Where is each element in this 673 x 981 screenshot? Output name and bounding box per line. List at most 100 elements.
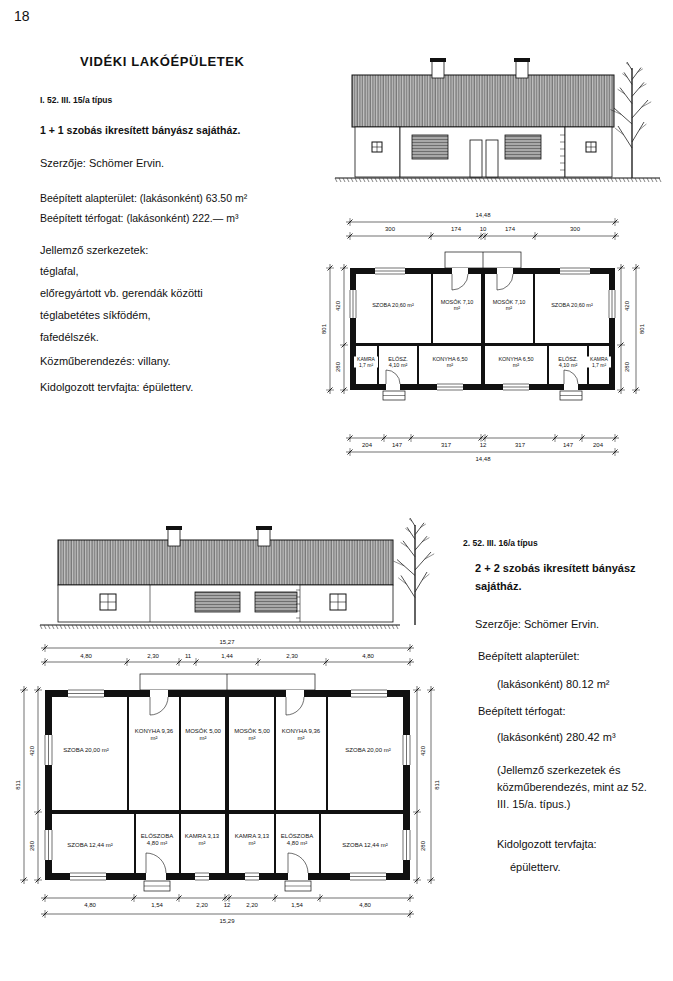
- dimension-tick: [613, 234, 618, 239]
- dimension-tick: [132, 896, 137, 901]
- ground-hatch: [639, 178, 641, 182]
- ground-hatch: [531, 178, 533, 182]
- ground-hatch: [272, 625, 274, 629]
- text-line: (lakásonként) 80.12 m²: [497, 678, 610, 691]
- ground-hatch: [64, 625, 66, 629]
- ground-hatch: [384, 625, 386, 629]
- ground-hatch: [539, 178, 541, 182]
- ground-hatch: [387, 178, 389, 182]
- dimension-label: 2,30: [285, 653, 299, 660]
- dimension-tick: [533, 234, 538, 239]
- ground-hatch: [56, 625, 58, 629]
- ground-hatch: [128, 625, 130, 629]
- ground-hatch: [60, 625, 62, 629]
- dimension-label: 2,20: [245, 902, 259, 909]
- door-swing: [386, 370, 400, 384]
- ground-hatch: [347, 178, 349, 182]
- window-line: [503, 384, 529, 385]
- dimension-label: 14,48: [474, 456, 491, 463]
- text-line: téglabetétes síkfödém,: [40, 309, 151, 322]
- wall-joint: [300, 585, 301, 622]
- door-gap: [146, 873, 166, 880]
- dimension-line: [636, 264, 637, 394]
- dimension-label: 280: [29, 840, 36, 852]
- chimney: [258, 528, 270, 546]
- dimension-tick: [553, 436, 558, 441]
- text-line: 2. 52. III. 16/a típus: [463, 538, 538, 548]
- ground-hatch: [136, 625, 138, 629]
- dimension-tick: [429, 688, 434, 693]
- window-line: [560, 268, 590, 269]
- dimension-label: 204: [361, 442, 373, 449]
- tree-branch: [397, 560, 415, 576]
- brick-hatch: [296, 590, 300, 591]
- tree-twig: [642, 102, 652, 107]
- ground-hatch: [555, 178, 557, 182]
- window-line: [245, 873, 259, 874]
- ground-hatch: [395, 178, 397, 182]
- dimension-label: 811: [434, 779, 441, 791]
- brick-hatch: [296, 618, 300, 619]
- window-line: [350, 873, 386, 874]
- ground-hatch: [308, 625, 310, 629]
- ground-hatch: [419, 178, 421, 182]
- tree-twig: [409, 519, 412, 521]
- window-bar: [330, 602, 346, 603]
- dimension-label: 280: [624, 361, 631, 373]
- ground-hatch: [180, 625, 182, 629]
- window-group: [255, 592, 297, 612]
- ground-hatch: [352, 625, 354, 629]
- dimension-label: 4,80: [83, 902, 97, 909]
- wall: [319, 814, 321, 873]
- window-line: [68, 690, 104, 691]
- dimension-tick: [619, 388, 624, 393]
- ground-hatch: [551, 178, 553, 182]
- text-line: Jellemző szerkezetek:: [40, 244, 148, 257]
- ground-hatch: [304, 625, 306, 629]
- dimension-label: 1,54: [150, 902, 164, 909]
- ground-hatch: [563, 178, 565, 182]
- window-gap: [351, 690, 387, 697]
- ground-hatch: [216, 625, 218, 629]
- tree-branch: [632, 122, 644, 142]
- ground-hatch: [587, 178, 589, 182]
- ground-hatch: [611, 178, 613, 182]
- ground-hatch: [659, 178, 661, 182]
- ground-hatch: [212, 625, 214, 629]
- dimension-label: 317: [440, 442, 452, 449]
- door-swing: [286, 697, 304, 715]
- window-gap: [350, 873, 386, 880]
- ground-hatch: [176, 625, 178, 629]
- ground-hatch: [144, 625, 146, 629]
- ground-hatch: [431, 178, 433, 182]
- dimension-label: 280: [335, 361, 342, 373]
- chimney-cap: [430, 58, 446, 62]
- tree-branch: [415, 523, 424, 535]
- wall: [481, 268, 485, 390]
- ground-hatch: [515, 178, 517, 182]
- room-label: MOSÓK 5,00 m²: [183, 728, 223, 741]
- door: [486, 140, 498, 177]
- ground-hatch: [411, 178, 413, 182]
- ground-hatch: [423, 178, 425, 182]
- ground-hatch: [455, 178, 457, 182]
- window-line: [245, 880, 259, 881]
- dimension-label: 10: [479, 226, 488, 233]
- room-label: SZOBA 20,60 m²: [367, 302, 419, 308]
- room-label: SZOBA 20,00 m²: [55, 747, 117, 754]
- step-line: [560, 395, 582, 396]
- step: [383, 391, 405, 400]
- ground-hatch: [124, 625, 126, 629]
- window-line: [356, 290, 357, 318]
- dimension-line: [346, 236, 619, 237]
- brick-hatch: [296, 604, 300, 605]
- dimension-line: [431, 686, 432, 884]
- window-line: [437, 390, 463, 391]
- tree-branch: [632, 82, 644, 96]
- dimension-label: 15,27: [218, 639, 235, 646]
- ground-hatch: [164, 625, 166, 629]
- dimension-tick: [348, 220, 353, 225]
- ground-hatch: [40, 625, 42, 629]
- dimension-label: 147: [562, 442, 574, 449]
- ground-hatch: [376, 625, 378, 629]
